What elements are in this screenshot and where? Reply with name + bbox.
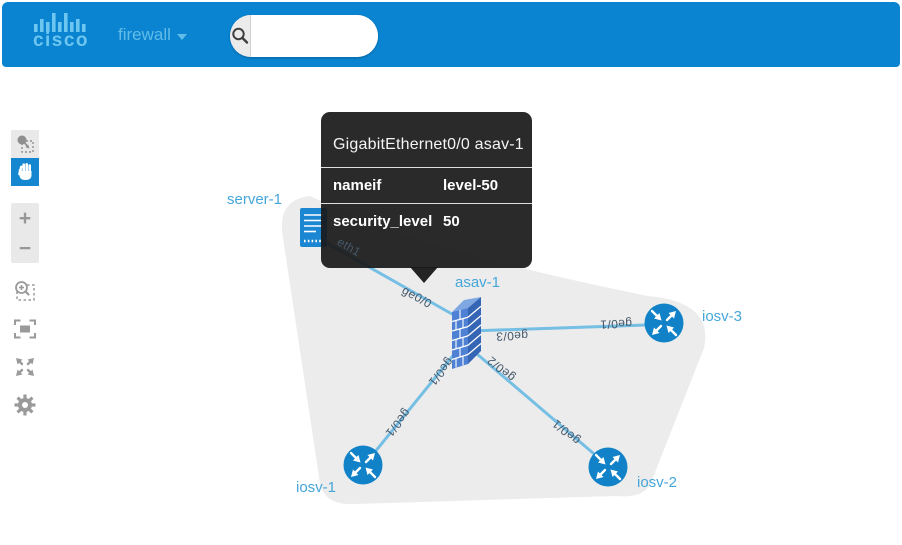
node-label-iosv-2: iosv-2 [637, 474, 678, 491]
link-asav1-iosv1[interactable] [364, 350, 458, 465]
link-asav1-iosv3[interactable] [468, 323, 648, 333]
app-menu-label: firewall [118, 25, 171, 44]
zoom-out-button[interactable]: − [11, 233, 39, 263]
cisco-bridge-icon [34, 13, 86, 32]
node-iosv-2[interactable] [588, 447, 628, 487]
node-iosv-3[interactable] [644, 303, 684, 343]
zoom-selection-button[interactable] [11, 277, 39, 305]
zoom-selection-icon [15, 281, 35, 301]
node-label-server-1: server-1 [227, 191, 283, 208]
zoom-out-icon: − [18, 236, 32, 260]
zoom-in-button[interactable]: + [11, 203, 39, 233]
node-iosv-1[interactable] [343, 445, 383, 485]
top-bar: cisco firewall [2, 2, 900, 67]
node-asav-1[interactable] [451, 297, 482, 369]
select-tool-icon [17, 135, 34, 153]
cisco-logo: cisco [30, 10, 92, 50]
tooltip-row-nameif: nameif level-50 [321, 167, 532, 203]
expand-button[interactable] [11, 353, 39, 381]
tooltip-row-security-level: security_level 50 [321, 203, 532, 239]
tooltip-title: GigabitEthernet0/0 asav-1 [333, 136, 524, 153]
tooltip-key: nameif [333, 177, 382, 194]
tooltip-key: security_level [333, 213, 433, 230]
link-asav1-iosv2[interactable] [468, 346, 609, 467]
search-box [230, 15, 378, 57]
fit-view-icon [14, 319, 36, 339]
interface-tooltip: GigabitEthernet0/0 asav-1 nameif level-5… [321, 112, 532, 283]
select-tool-button[interactable] [11, 130, 39, 158]
node-label-asav-1: asav-1 [455, 274, 501, 291]
search-input[interactable] [251, 15, 378, 57]
topology-region [281, 196, 706, 505]
fit-view-button[interactable] [11, 315, 39, 343]
tooltip-value: level-50 [443, 177, 499, 194]
pan-tool-button[interactable] [11, 158, 39, 186]
hand-pan-icon [18, 163, 32, 180]
node-label-iosv-1: iosv-1 [296, 479, 337, 496]
caret-down-icon [176, 33, 187, 40]
expand-arrows-icon [16, 358, 34, 376]
app-menu-firewall[interactable]: firewall [118, 25, 187, 45]
node-label-iosv-3: iosv-3 [702, 308, 743, 325]
node-server-1[interactable] [300, 208, 327, 247]
search-icon [232, 27, 249, 44]
zoom-in-icon: + [18, 206, 32, 230]
search-button[interactable] [230, 15, 251, 57]
zoom-panel: + − [11, 203, 39, 263]
brand-text: cisco [32, 30, 90, 51]
settings-button[interactable] [11, 391, 39, 419]
gear-icon [14, 394, 36, 416]
tooltip-value: 50 [443, 213, 460, 230]
iface-label-ge0-1-iosv3: ge0/1 [599, 316, 633, 332]
iface-label-ge0-3: ge0/3 [495, 328, 529, 344]
